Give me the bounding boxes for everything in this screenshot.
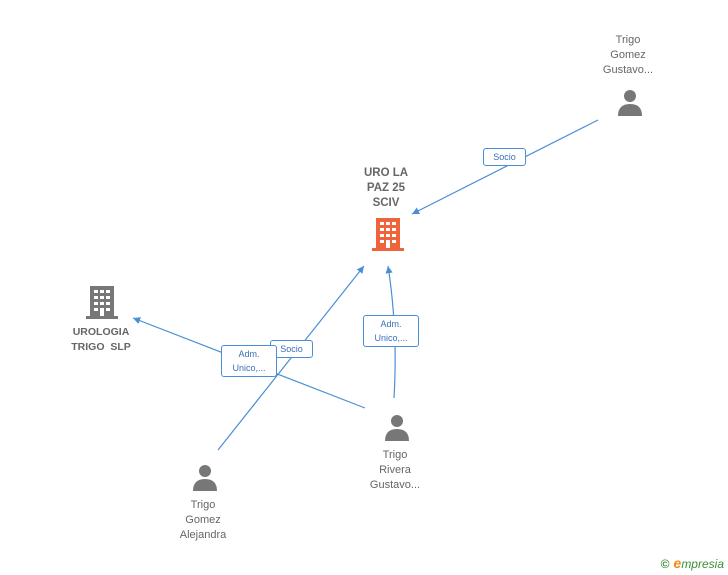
node-label-trigo-gomez-gustavo[interactable]: Trigo Gomez Gustavo... <box>602 34 654 76</box>
brand-text: mpresia <box>681 557 724 571</box>
edge-socio-mid <box>217 265 365 451</box>
footer-brand: ©empresia <box>661 555 724 571</box>
company-building-icon[interactable] <box>372 216 404 257</box>
node-label-urologia[interactable]: UROLOGIA TRIGO SLP <box>71 326 131 353</box>
node-label-uro-la-paz[interactable]: URO LA PAZ 25 SCIV <box>363 167 409 209</box>
node-label-trigo-gomez-alejandra[interactable]: Trigo Gomez Alejandra <box>179 499 227 541</box>
company-building-icon[interactable] <box>86 284 118 325</box>
edge-label-adm-right[interactable]: Adm. Unico,... <box>363 315 419 347</box>
edge-label-adm-left[interactable]: Adm. Unico,... <box>221 345 277 377</box>
person-icon[interactable] <box>616 88 644 121</box>
node-label-trigo-rivera-gustavo[interactable]: Trigo Rivera Gustavo... <box>369 449 421 491</box>
brand-e: e <box>673 555 682 571</box>
person-icon[interactable] <box>191 463 219 496</box>
edge-socio-top <box>411 119 599 215</box>
copyright-icon: © <box>660 557 670 571</box>
edge-label-socio-top[interactable]: Socio <box>483 148 526 166</box>
person-icon[interactable] <box>383 413 411 446</box>
